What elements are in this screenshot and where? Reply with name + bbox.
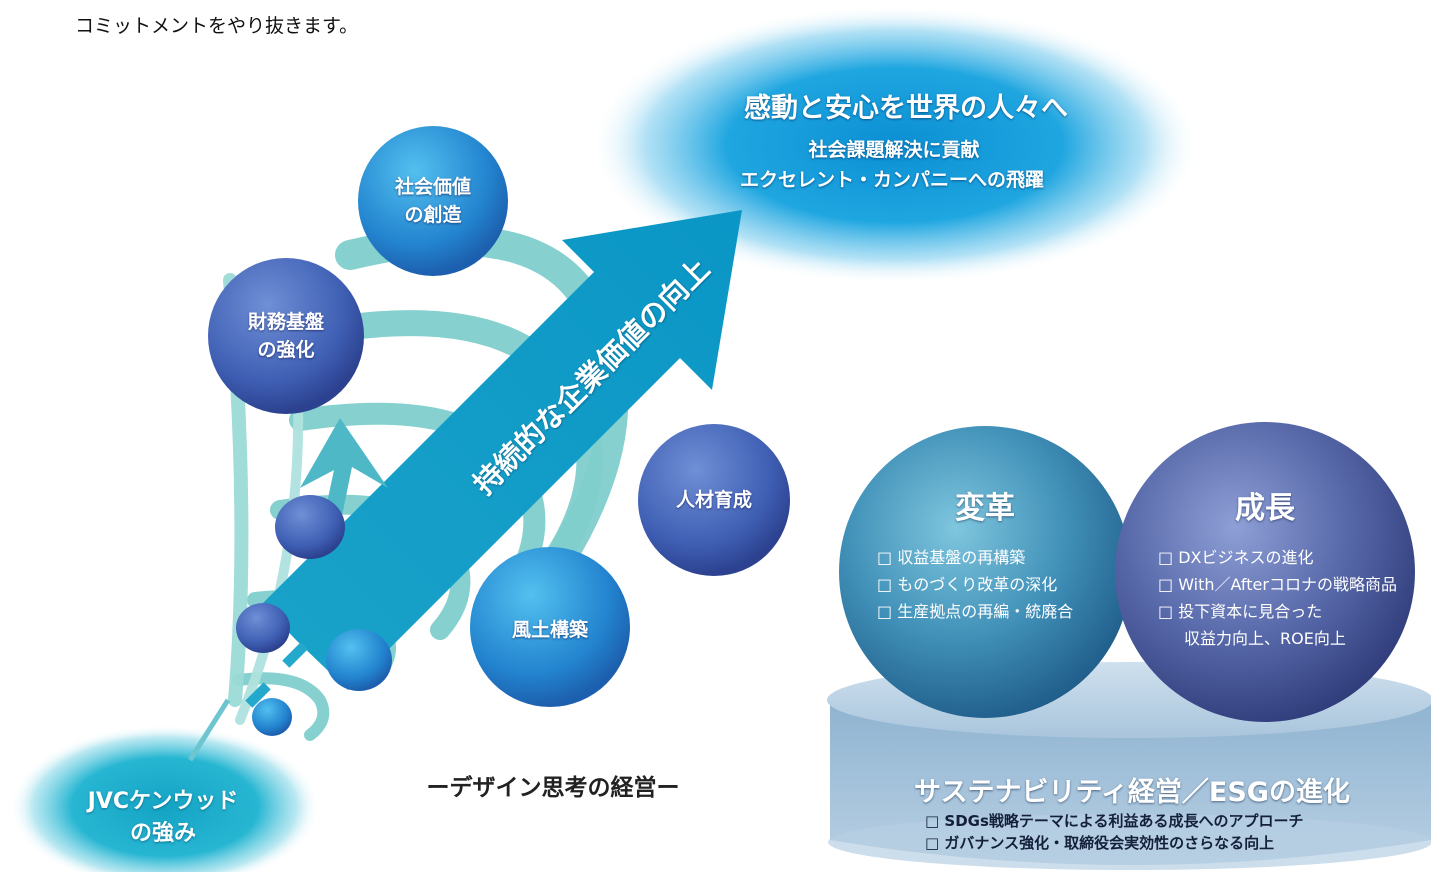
- pedestal-title: サステナビリティ経営／ESGの進化: [914, 777, 1350, 808]
- finance-line-1: 財務基盤: [247, 311, 325, 333]
- growth-item: 収益力向上、ROE向上: [1184, 629, 1346, 648]
- social-value-line-1: 社会価値: [394, 176, 472, 198]
- goal-title: 感動と安心を世界の人々へ: [744, 93, 1068, 124]
- inner-arrow: [245, 418, 388, 708]
- pedestal-item: □ SDGs戦略テーマによる利益ある成長へのアプローチ: [925, 812, 1304, 830]
- goal-line-1: 社会課題解決に貢献: [808, 139, 980, 161]
- design-management-label: ーデザイン思考の経営ー: [426, 775, 680, 801]
- social-value-bubble: [358, 126, 508, 276]
- human-label: 人材育成: [675, 489, 753, 511]
- social-value-label: 社会価値 の創造: [395, 173, 471, 229]
- growth-item: □ With／Afterコロナの戦略商品: [1158, 575, 1397, 594]
- lead-text: コミットメントをやり抜きます。: [75, 15, 359, 37]
- funnel-bubbles: [236, 495, 392, 736]
- finance-line-2: の強化: [257, 339, 315, 361]
- finance-bubble: [208, 258, 364, 414]
- growth-item: □ DXビジネスの進化: [1158, 548, 1314, 567]
- growth-sphere: [1115, 422, 1415, 722]
- growth-item: □ 投下資本に見合った: [1158, 602, 1323, 621]
- reform-item: □ 生産拠点の再編・統廃合: [877, 602, 1074, 621]
- goal-cloud: [590, 5, 1200, 285]
- strength-cloud: [10, 725, 320, 872]
- social-value-line-2: の創造: [404, 204, 462, 226]
- goal-line-2: エクセレント・カンパニーへの飛躍: [739, 169, 1045, 191]
- reform-sphere: [839, 426, 1131, 718]
- value-arrow: [262, 210, 742, 690]
- strength-line-2: の強み: [129, 821, 197, 846]
- pedestal-item: □ ガバナンス強化・取締役会実効性のさらなる向上: [925, 834, 1275, 852]
- strength-line-1: JVCケンウッド: [87, 789, 239, 814]
- pedestal-list: □ SDGs戦略テーマによる利益ある成長へのアプローチ □ ガバナンス強化・取締…: [925, 810, 1303, 854]
- culture-label: 風土構築: [511, 619, 589, 641]
- reform-title: 変革: [955, 491, 1015, 526]
- culture-bubble: [470, 547, 630, 707]
- reform-item: □ ものづくり改革の深化: [877, 575, 1058, 594]
- growth-list: □ DXビジネスの進化 □ With／Afterコロナの戦略商品 □ 投下資本に…: [1158, 544, 1397, 652]
- finance-label: 財務基盤 の強化: [248, 308, 324, 364]
- strength-label: JVCケンウッド の強み: [88, 786, 239, 850]
- human-bubble: [638, 424, 790, 576]
- reform-item: □ 収益基盤の再構築: [877, 548, 1026, 567]
- reform-list: □ 収益基盤の再構築 □ ものづくり改革の深化 □ 生産拠点の再編・統廃合: [877, 544, 1073, 625]
- growth-title: 成長: [1235, 491, 1295, 526]
